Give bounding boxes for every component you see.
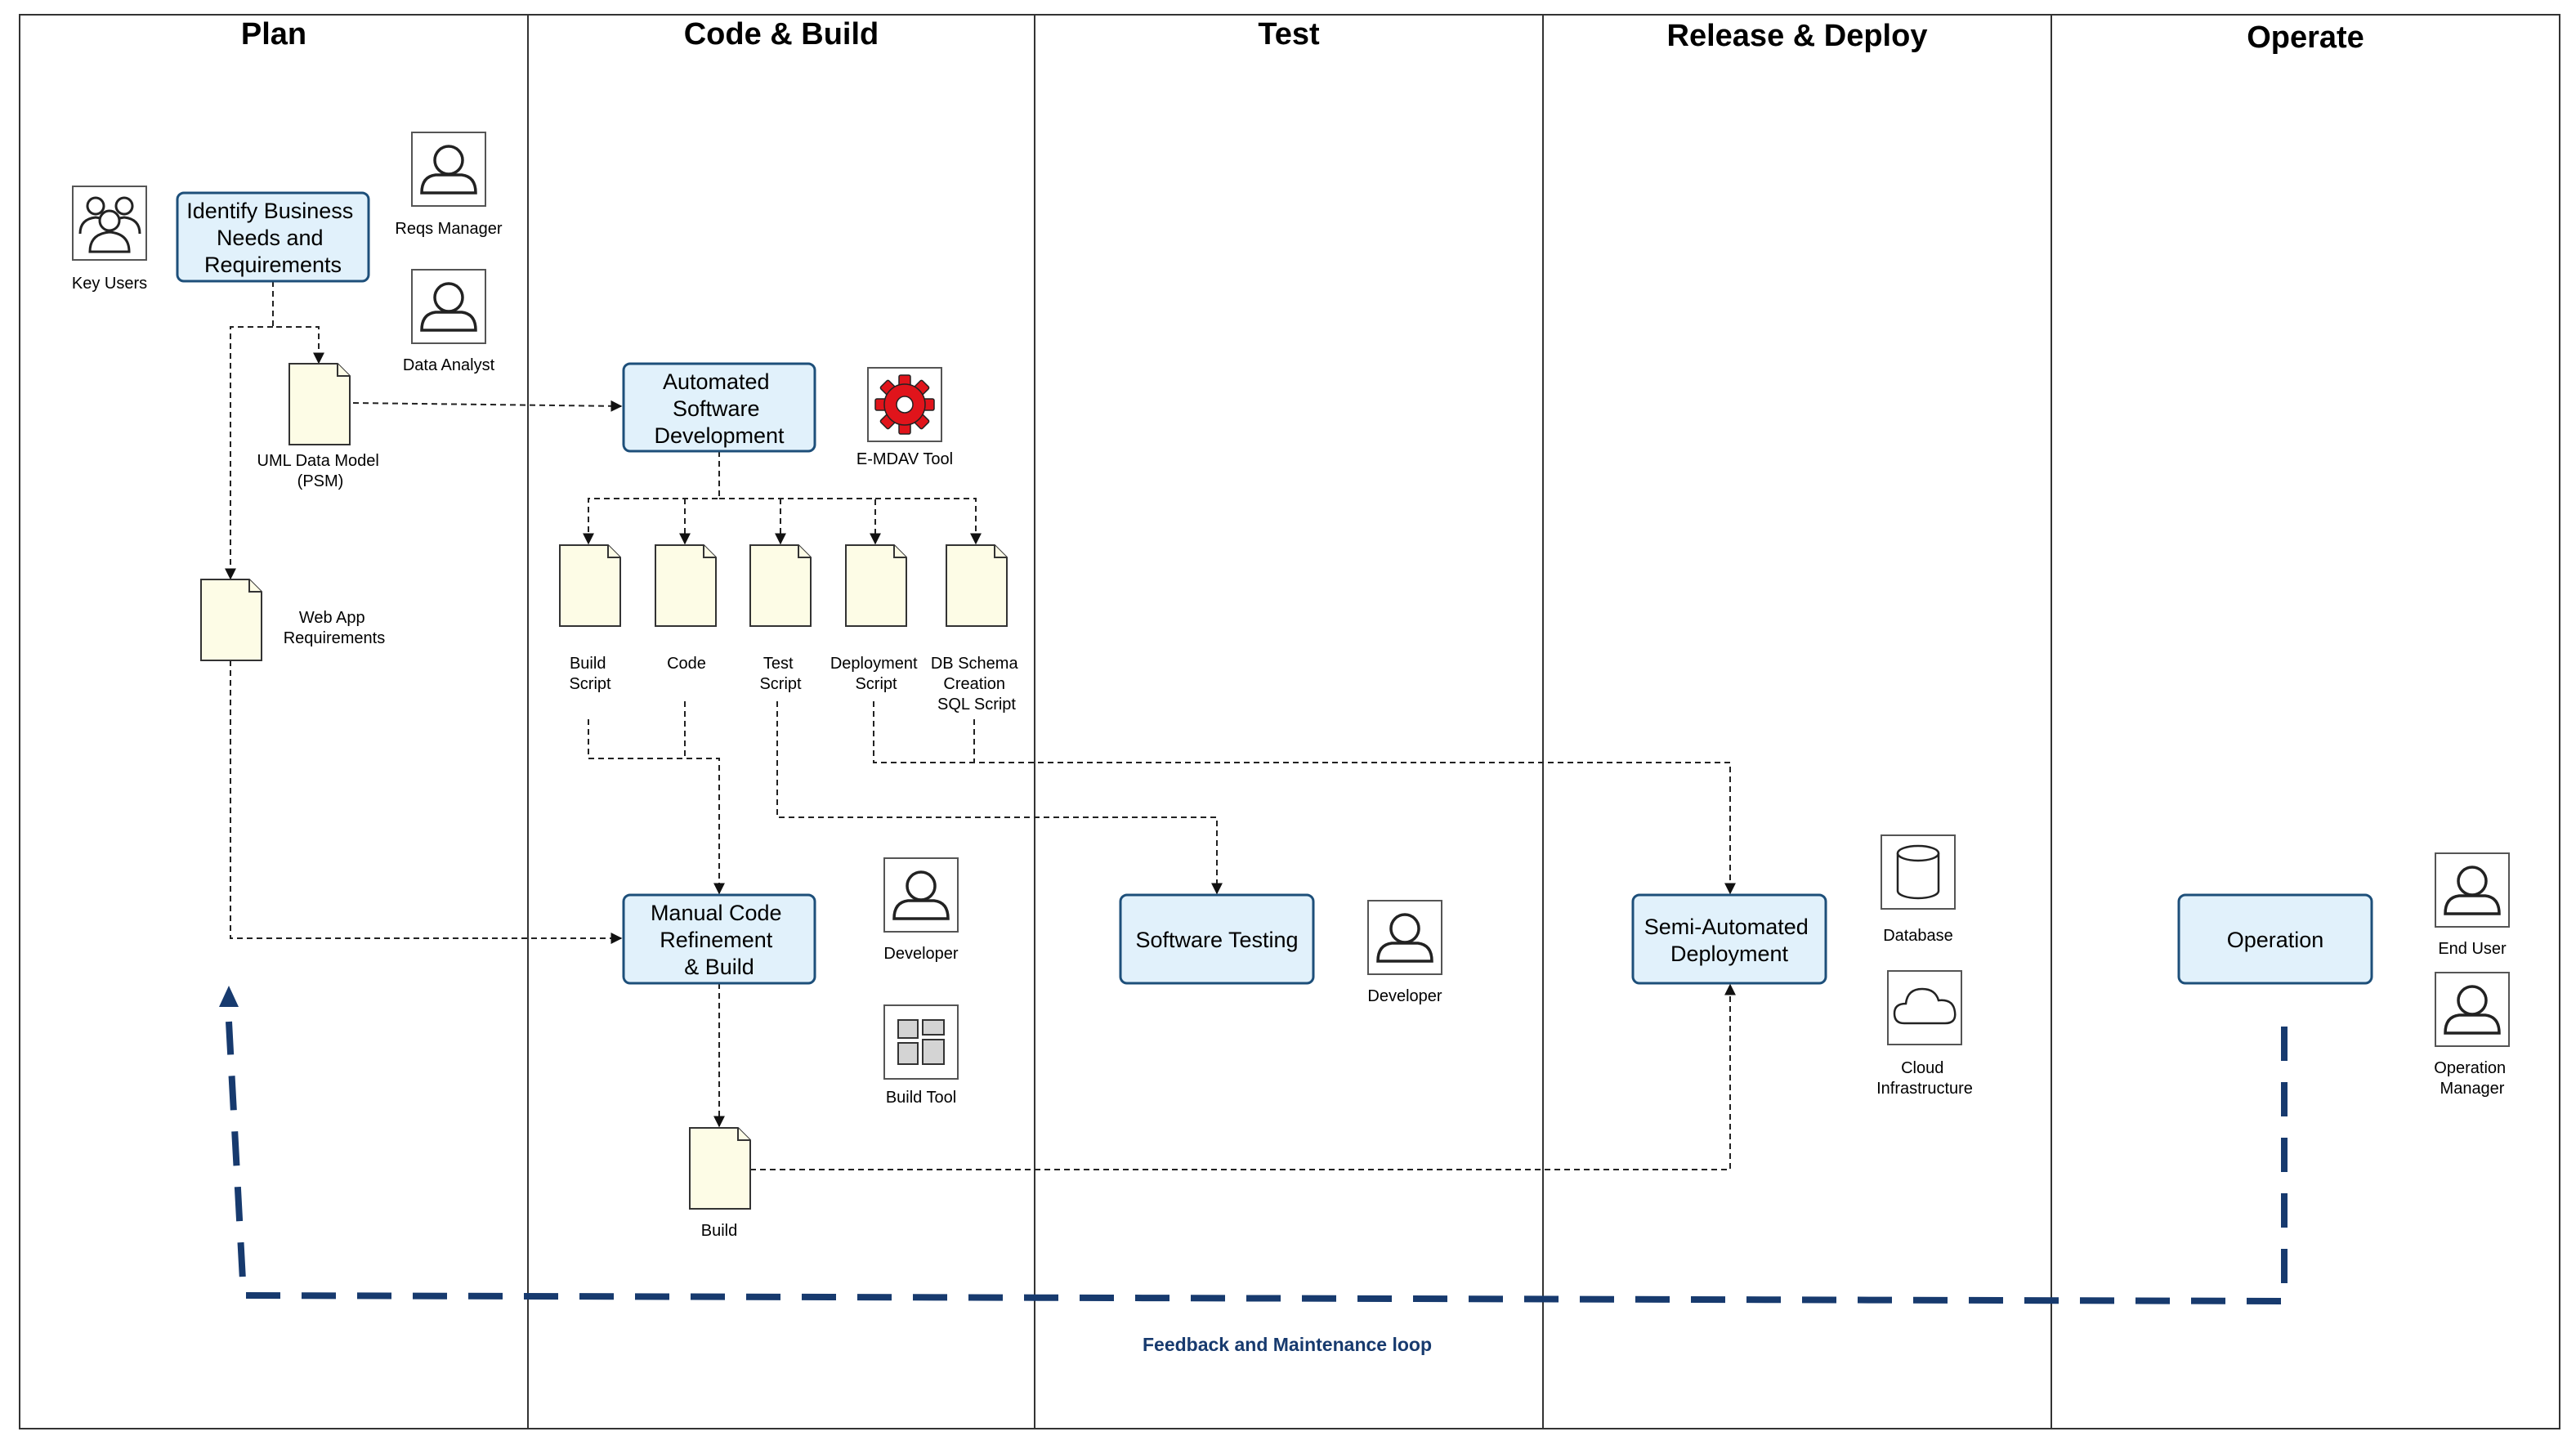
connector-to-db-schema [875, 498, 982, 545]
actor-operation-manager-label: Operation Manager [2434, 1059, 2510, 1098]
document-build-script: Build Script [559, 544, 621, 693]
connector-to-deploy-script [719, 498, 881, 545]
document-build-script-label: Build Script [569, 655, 611, 693]
process-semi-automated-deployment[interactable]: Semi-Automated Deployment [1631, 893, 1827, 985]
dashboard-tiles-icon [897, 1019, 945, 1065]
lane-test [1034, 14, 1544, 1429]
process-automated-label: Automated Software Development [654, 369, 785, 448]
feedback-loop-label: Feedback and Maintenance loop [1143, 1334, 1432, 1355]
gear-icon [874, 374, 935, 435]
tool-emdav-label: E-MDAV Tool [856, 450, 953, 468]
document-uml-label: UML Data Model (PSM) [257, 452, 384, 490]
document-code-label: Code [667, 655, 706, 673]
document-test-script: Test Script [749, 544, 812, 693]
lane-title-release-deploy: Release & Deploy [1667, 19, 1928, 53]
process-manual-label: Manual Code Refinement & Build [651, 901, 788, 979]
actor-data-analyst: Data Analyst [403, 269, 495, 374]
actor-reqs-manager: Reqs Manager [395, 132, 503, 238]
feedback-loop-path [226, 1021, 2288, 1305]
document-webapp-label: Web App Requirements [284, 609, 386, 647]
lane-release-deploy [1542, 14, 2052, 1429]
lane-title-operate: Operate [2247, 20, 2364, 55]
process-identify-label: Identify Business Needs and Requirements [186, 199, 360, 277]
actor-end-user: End User [2435, 852, 2510, 958]
actor-key-users: Key Users [72, 186, 147, 293]
document-deployment-script: Deployment Script [830, 544, 922, 693]
process-manual-code-refinement[interactable]: Manual Code Refinement & Build [622, 893, 816, 985]
document-test-script-label: Test Script [759, 655, 802, 693]
lane-title-test: Test [1258, 17, 1320, 51]
connector-build-to-deployment [750, 983, 1736, 1170]
lane-code-build [527, 14, 1035, 1429]
document-code: Code [655, 544, 717, 673]
document-deploy-script-label: Deployment Script [830, 655, 922, 693]
cloud-icon [1893, 987, 1957, 1025]
document-db-schema-label: DB Schema Creation SQL Script [931, 655, 1022, 714]
tool-database-label: Database [1883, 927, 1953, 945]
connector-automated-to-artifacts [583, 451, 720, 545]
process-software-testing[interactable]: Software Testing [1119, 893, 1315, 985]
actor-operation-manager: Operation Manager [2434, 972, 2510, 1098]
connector-scripts-to-manual [588, 719, 725, 895]
document-web-app-requirements: Web App Requirements [200, 579, 386, 661]
connector-identify-to-webapp [225, 326, 273, 580]
tool-build-tool: Build Tool [883, 1004, 959, 1107]
database-icon [1896, 844, 1940, 900]
actor-reqs-manager-label: Reqs Manager [395, 220, 503, 238]
actor-developer-test-label: Developer [1367, 987, 1442, 1005]
actor-developer-test: Developer [1367, 900, 1442, 1005]
document-db-schema-script: DB Schema Creation SQL Script [931, 544, 1022, 714]
process-deployment-label: Semi-Automated Deployment [1644, 915, 1815, 966]
process-operation-label: Operation [2227, 928, 2324, 952]
document-build: Build [689, 1127, 751, 1240]
process-testing-label: Software Testing [1135, 928, 1298, 952]
actor-key-users-label: Key Users [72, 275, 147, 293]
tool-cloud-label: Cloud Infrastructure [1876, 1059, 1973, 1098]
lane-title-plan: Plan [241, 17, 306, 51]
tool-build-tool-label: Build Tool [886, 1089, 956, 1107]
swimlanes: Plan Code & Build Test Release & Deploy … [19, 14, 2560, 1429]
tool-emdav: E-MDAV Tool [856, 367, 953, 468]
actor-data-analyst-label: Data Analyst [403, 356, 495, 374]
process-identify-requirements[interactable]: Identify Business Needs and Requirements [176, 191, 370, 283]
actor-end-user-label: End User [2438, 940, 2507, 958]
connector-webapp-to-manual [230, 660, 623, 944]
feedback-loop-arrowhead [219, 986, 239, 1007]
actor-developer-build: Developer [883, 857, 959, 963]
group-users-icon [78, 196, 141, 253]
lane-operate [2051, 14, 2560, 1429]
lane-title-code-build: Code & Build [684, 17, 879, 51]
actor-developer-build-label: Developer [883, 945, 959, 963]
tool-database: Database [1881, 834, 1956, 945]
connector-test-script-to-testing [776, 701, 1223, 895]
connector-deploy-scripts-to-deployment [873, 701, 1736, 895]
process-operation[interactable]: Operation [2177, 893, 2373, 985]
flow-connectors [225, 281, 1736, 1170]
connector-identify-to-uml [272, 281, 324, 365]
document-build-label: Build [701, 1222, 737, 1240]
process-automated-software-development[interactable]: Automated Software Development [622, 362, 816, 453]
tool-cloud-infrastructure: Cloud Infrastructure [1876, 970, 1973, 1098]
connector-uml-to-automated [352, 400, 623, 412]
document-uml-data-model: UML Data Model (PSM) [257, 363, 384, 490]
feedback-loop: Feedback and Maintenance loop [219, 986, 2288, 1355]
